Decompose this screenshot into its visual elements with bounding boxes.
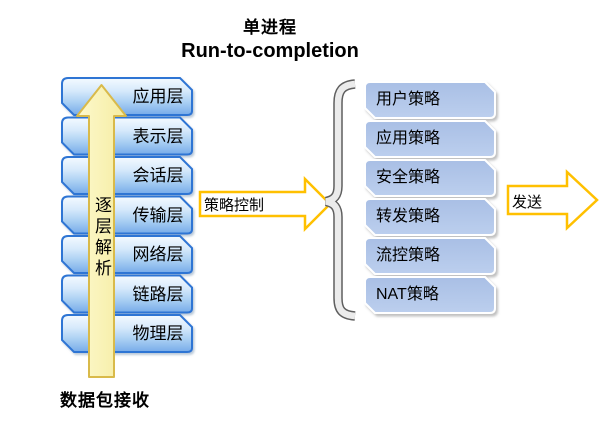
title-line-cn: 单进程	[243, 18, 297, 37]
layer-label-network: 网络层	[132, 245, 184, 264]
policy-control-label: 策略控制	[204, 197, 265, 214]
policy-label-security: 安全策略	[376, 169, 441, 186]
layer-label-physical: 物理层	[132, 324, 184, 343]
packet-receive-label: 数据包接收	[60, 391, 150, 410]
diagram-title: 单进程 Run-to-completion	[95, 16, 445, 64]
policy-label-flowctrl: 流控策略	[376, 247, 441, 264]
brace	[324, 79, 356, 321]
policy-label-forward: 转发策略	[376, 208, 441, 225]
up-arrow	[76, 84, 127, 378]
policy-label-user: 用户策略	[376, 91, 441, 108]
title-line-en: Run-to-completion	[181, 40, 359, 62]
send-label: 发送	[512, 194, 543, 211]
layer-label-link: 链路层	[132, 284, 184, 304]
up-arrow-label: 逐层解析	[92, 196, 111, 280]
layer-label-application: 应用层	[132, 87, 184, 106]
layer-label-presentation: 表示层	[132, 126, 184, 146]
policy-label-app: 应用策略	[376, 130, 441, 147]
layer-label-transport: 传输层	[132, 205, 184, 225]
policy-control-arrow	[198, 175, 332, 233]
layer-label-session: 会话层	[132, 166, 184, 185]
policy-label-nat: NAT策略	[376, 286, 439, 303]
send-arrow	[506, 169, 599, 231]
